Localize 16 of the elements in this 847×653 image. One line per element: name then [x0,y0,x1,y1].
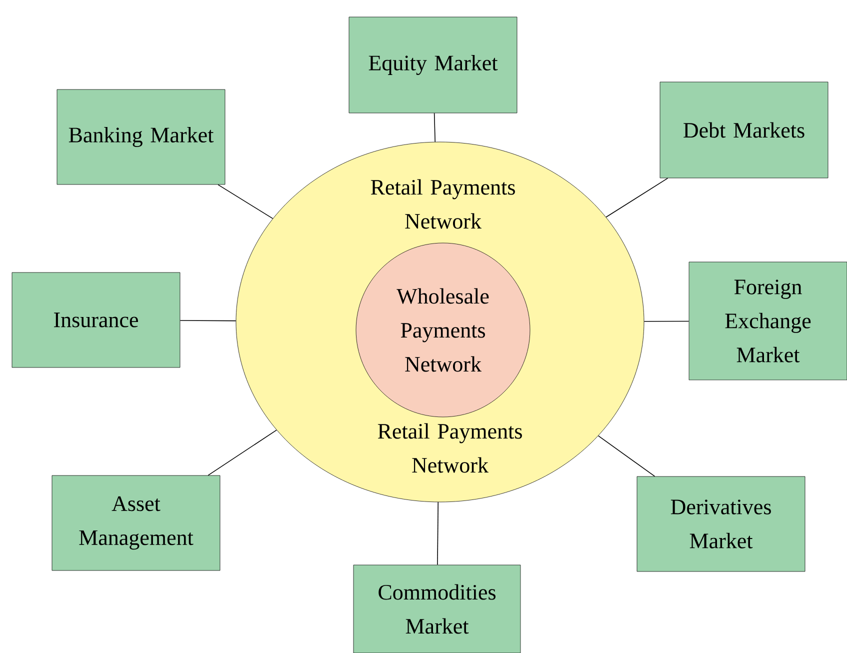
connector-line [606,178,668,218]
box: Commodities Market [353,564,521,653]
box: Insurance [12,272,180,368]
connector-line [437,502,439,566]
box: Derivatives Market [636,476,806,572]
connector-line [180,320,236,322]
box: Equity Market [348,16,518,114]
connector-line [218,184,274,219]
connector-line [208,430,277,476]
connector-line [598,435,656,477]
box: Debt Markets [660,82,828,178]
box: Banking Market [56,89,226,185]
box: Asset Management [52,475,220,571]
connector-line [434,112,436,142]
box: Foreign Exchange Market [688,262,847,380]
connector-line [644,320,690,322]
